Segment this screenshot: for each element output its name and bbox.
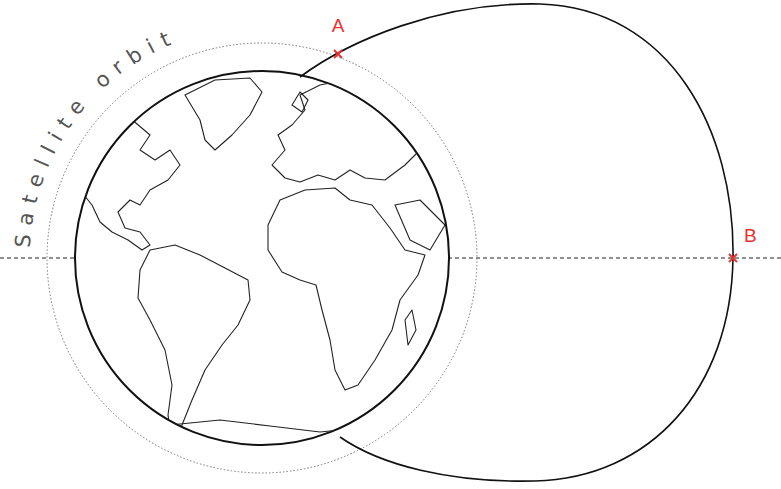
earth-outline: [75, 71, 449, 445]
point-marks: [334, 50, 737, 262]
point-label: A: [332, 16, 345, 35]
transfer-orbit: [300, 4, 733, 481]
continents: [60, 78, 445, 470]
point-label: B: [744, 226, 757, 245]
satellite-orbit: [47, 43, 477, 473]
orbit-label: Satellite orbit: [11, 27, 174, 249]
